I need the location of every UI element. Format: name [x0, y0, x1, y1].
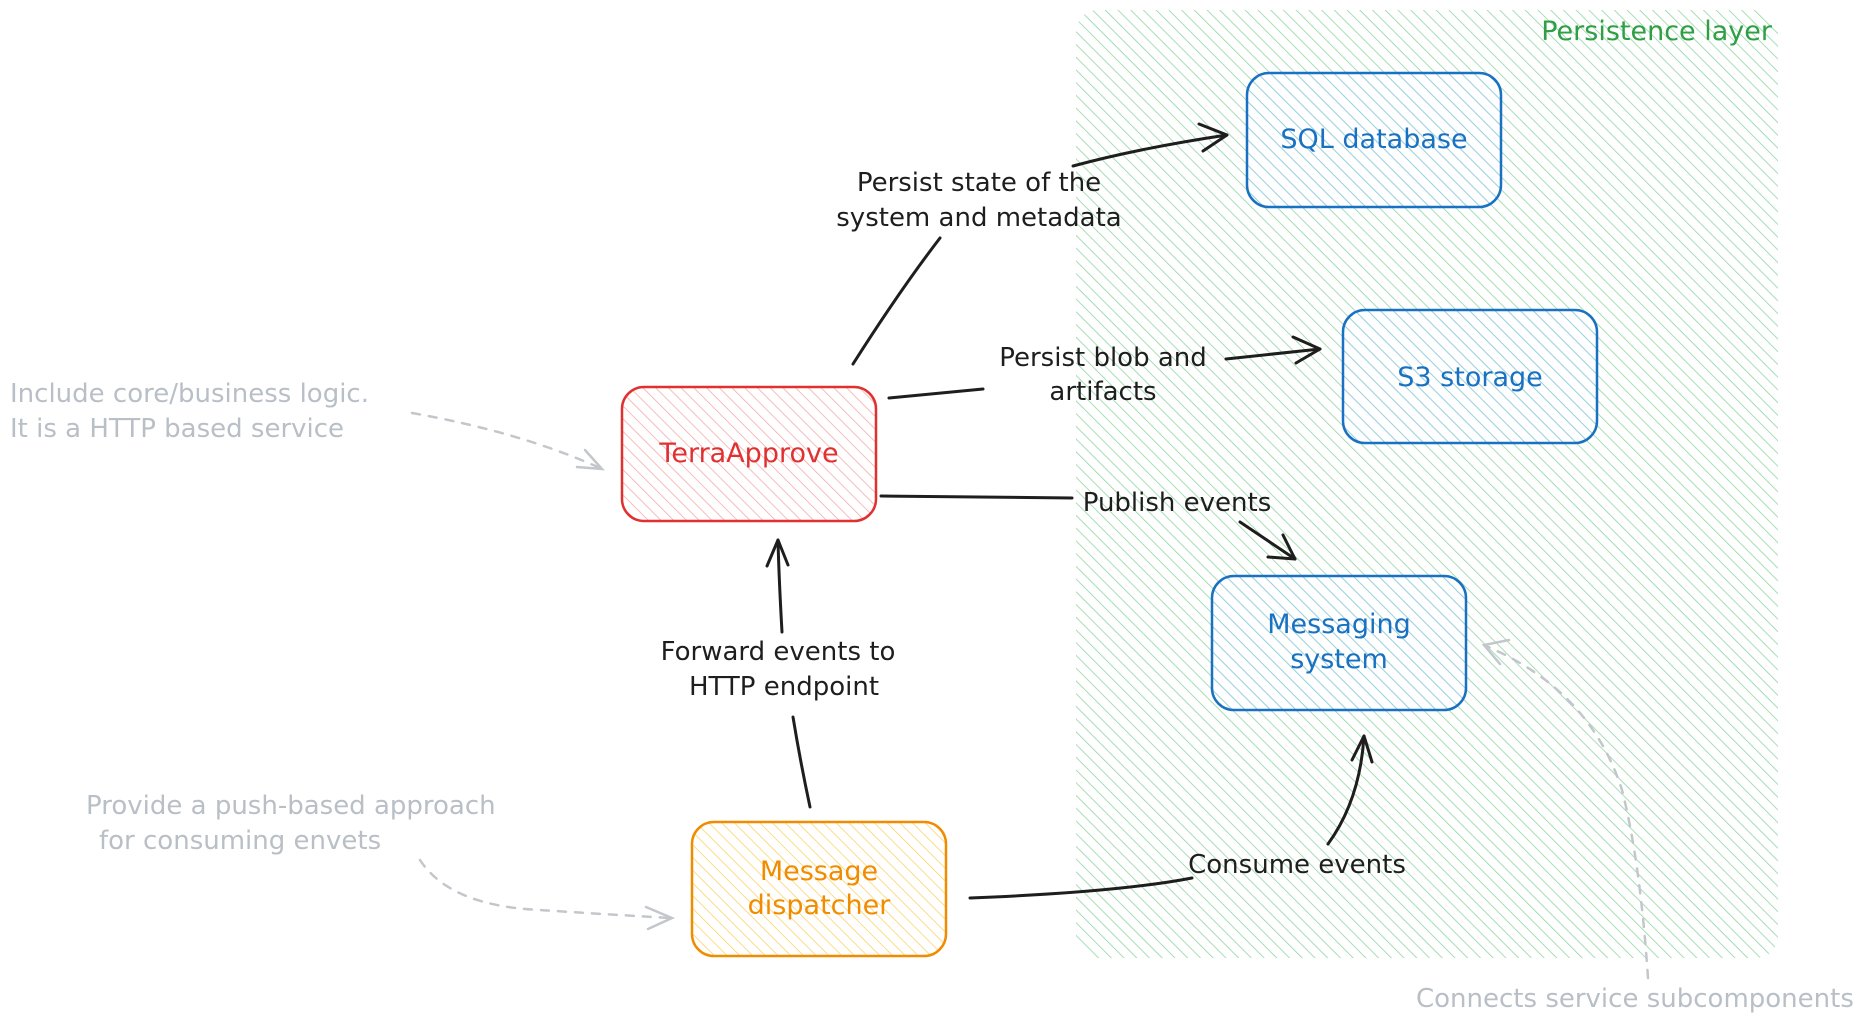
edge-consume-events[interactable]: Consume events: [968, 734, 1406, 900]
sql-database-box: [1245, 71, 1503, 209]
s3-storage-node[interactable]: S3 storage: [1341, 308, 1599, 445]
edge-persist-blob[interactable]: Persist blob and artifacts: [887, 335, 1322, 407]
sql-database-label: SQL database: [1280, 124, 1467, 155]
terraapprove-label: TerraApprove: [658, 438, 838, 469]
persistence-layer-region[interactable]: Persistence layer: [1076, 10, 1778, 958]
edge-persist-state-line-lower: [851, 236, 942, 366]
persistence-layer-background: [1076, 10, 1778, 958]
message-dispatcher-label-line2: dispatcher: [748, 890, 892, 921]
message-dispatcher-label-line1: Message: [760, 856, 878, 887]
terraapprove-node[interactable]: TerraApprove: [620, 385, 878, 523]
terraapprove-note-connector: [410, 411, 602, 470]
edge-persist-blob-arrowhead: [1291, 335, 1322, 365]
messaging-system-label-line1: Messaging: [1267, 609, 1410, 640]
edge-forward-events-label-line2: HTTP endpoint: [689, 672, 879, 702]
edge-publish-events-label: Publish events: [1083, 488, 1272, 518]
region-note-label: Connects service subcomponents: [1416, 984, 1854, 1014]
dispatcher-note-line1: Provide a push-based approach: [86, 791, 496, 821]
edge-forward-events[interactable]: Forward events to HTTP endpoint: [661, 538, 896, 809]
message-dispatcher-node[interactable]: Message dispatcher: [690, 820, 948, 958]
edge-publish-events-line: [879, 494, 1074, 500]
sql-database-node[interactable]: SQL database: [1245, 71, 1503, 209]
edge-persist-state-label-line2: system and metadata: [836, 203, 1121, 233]
region-note[interactable]: Connects service subcomponents: [1416, 638, 1854, 1014]
edge-persist-blob-label-line2: artifacts: [1049, 377, 1156, 407]
s3-storage-label: S3 storage: [1397, 362, 1542, 393]
edge-forward-events-line-upper: [776, 538, 784, 634]
edge-persist-blob-line-right: [1224, 347, 1322, 361]
region-note-arrowhead: [1481, 638, 1511, 666]
edge-consume-events-label: Consume events: [1188, 850, 1406, 880]
terraapprove-note-line2: It is a HTTP based service: [10, 414, 344, 444]
edge-persist-state-arrowhead: [1197, 122, 1229, 153]
dispatcher-note-connector: [418, 858, 672, 920]
terraapprove-note[interactable]: Include core/business logic. It is a HTT…: [10, 379, 606, 471]
edge-persist-state[interactable]: Persist state of the system and metadata: [836, 122, 1229, 366]
edge-forward-events-label-line1: Forward events to: [661, 637, 896, 667]
edge-publish-events-arrowhead: [1266, 533, 1297, 561]
persistence-layer-title: Persistence layer: [1541, 16, 1773, 47]
edge-consume-events-line: [968, 876, 1194, 900]
message-dispatcher-box: [690, 820, 948, 958]
region-note-connector: [1484, 644, 1650, 980]
terraapprove-note-line1: Include core/business logic.: [10, 379, 369, 409]
edge-publish-events[interactable]: Publish events: [879, 488, 1297, 561]
edge-forward-events-line-lower: [791, 715, 812, 809]
edge-persist-blob-line-left: [887, 387, 985, 400]
edge-persist-blob-label-line1: Persist blob and: [999, 343, 1207, 373]
s3-storage-box: [1341, 308, 1599, 445]
edge-consume-events-line-up: [1326, 734, 1366, 846]
edge-persist-state-label-line1: Persist state of the: [857, 168, 1101, 198]
edge-persist-state-line-upper: [1071, 133, 1229, 168]
dispatcher-note-arrowhead: [644, 905, 676, 931]
terraapprove-note-arrowhead: [575, 448, 606, 471]
dispatcher-note[interactable]: Provide a push-based approach for consum…: [86, 791, 676, 931]
edge-consume-events-arrowhead: [1350, 734, 1374, 764]
edge-publish-events-line-down: [1238, 520, 1297, 561]
dispatcher-note-line2: for consuming envets: [99, 826, 381, 856]
messaging-system-label-line2: system: [1290, 644, 1388, 675]
edge-forward-events-arrowhead: [765, 538, 790, 568]
messaging-system-node[interactable]: Messaging system: [1210, 574, 1468, 712]
messaging-system-box: [1210, 574, 1468, 712]
terraapprove-box: [620, 385, 878, 523]
